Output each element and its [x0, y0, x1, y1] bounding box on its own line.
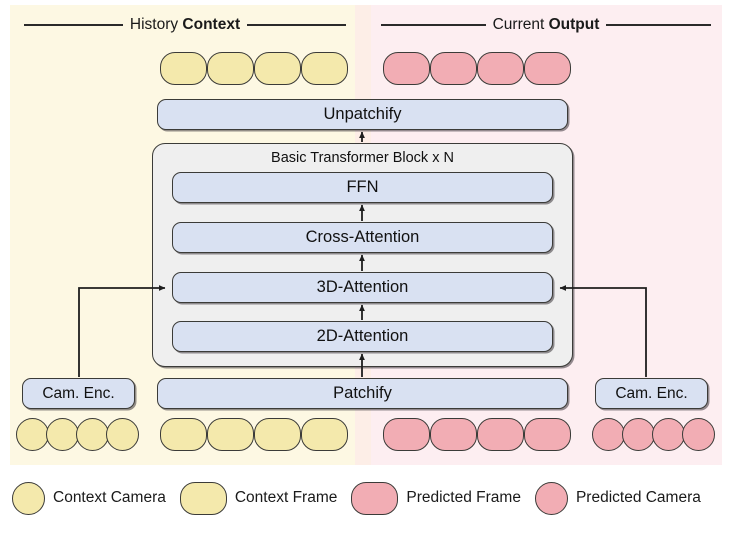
token-predicted-camera	[652, 418, 685, 451]
token-predicted-frame	[477, 52, 524, 85]
legend-item-context-frame: Context Frame	[179, 481, 352, 515]
legend-item-predicted-camera: Predicted Camera	[534, 481, 715, 515]
current-section-label: Current Output	[492, 16, 600, 34]
unpatchify-block[interactable]: Unpatchify	[157, 99, 568, 130]
legend-label: Context Camera	[53, 489, 166, 506]
token-predicted-camera	[682, 418, 715, 451]
context-frame-swatch-icon	[179, 481, 227, 515]
header-rule-right	[606, 24, 712, 26]
token-context-frame	[254, 418, 301, 451]
token-context-frame	[301, 52, 348, 85]
context-camera-swatch-icon	[12, 481, 45, 515]
token-predicted-frame	[524, 52, 571, 85]
legend-label: Predicted Camera	[575, 489, 701, 506]
cross-attention-block[interactable]: Cross-Attention	[172, 222, 553, 253]
legend-label: Predicted Frame	[406, 489, 521, 506]
token-context-camera	[106, 418, 139, 451]
camera-encoder-left[interactable]: Cam. Enc.	[22, 378, 135, 409]
token-context-frame	[254, 52, 301, 85]
history-section-header: History Context	[24, 16, 346, 34]
predicted-frame-swatch-icon	[351, 481, 399, 515]
legend-label: Context Frame	[234, 489, 338, 506]
token-predicted-frame	[524, 418, 571, 451]
token-context-frame	[207, 418, 254, 451]
token-predicted-frame	[430, 52, 477, 85]
token-context-camera	[46, 418, 79, 451]
legend: Context Camera Context Frame Predicted F…	[12, 478, 722, 518]
camera-encoder-right[interactable]: Cam. Enc.	[595, 378, 708, 409]
token-predicted-frame	[383, 418, 430, 451]
3d-attention-block[interactable]: 3D-Attention	[172, 272, 553, 303]
token-context-frame	[160, 418, 207, 451]
header-rule-left	[24, 24, 123, 26]
legend-item-context-camera: Context Camera	[12, 481, 180, 515]
token-predicted-camera	[622, 418, 655, 451]
current-section-header: Current Output	[381, 16, 712, 34]
history-section-label: History Context	[129, 16, 241, 34]
token-context-frame	[301, 418, 348, 451]
predicted-camera-swatch-icon	[534, 481, 568, 515]
ffn-block[interactable]: FFN	[172, 172, 553, 203]
token-predicted-camera	[592, 418, 625, 451]
2d-attention-block[interactable]: 2D-Attention	[172, 321, 553, 352]
patchify-block[interactable]: Patchify	[157, 378, 568, 409]
token-context-camera	[76, 418, 109, 451]
token-predicted-frame	[430, 418, 477, 451]
token-context-frame	[160, 52, 207, 85]
legend-item-predicted-frame: Predicted Frame	[351, 481, 535, 515]
token-context-frame	[207, 52, 254, 85]
token-predicted-frame	[477, 418, 524, 451]
token-predicted-frame	[383, 52, 430, 85]
header-rule-right	[247, 24, 346, 26]
basic-transformer-block-label: Basic Transformer Block x N	[271, 150, 454, 166]
token-context-camera	[16, 418, 49, 451]
header-rule-left	[381, 24, 486, 26]
